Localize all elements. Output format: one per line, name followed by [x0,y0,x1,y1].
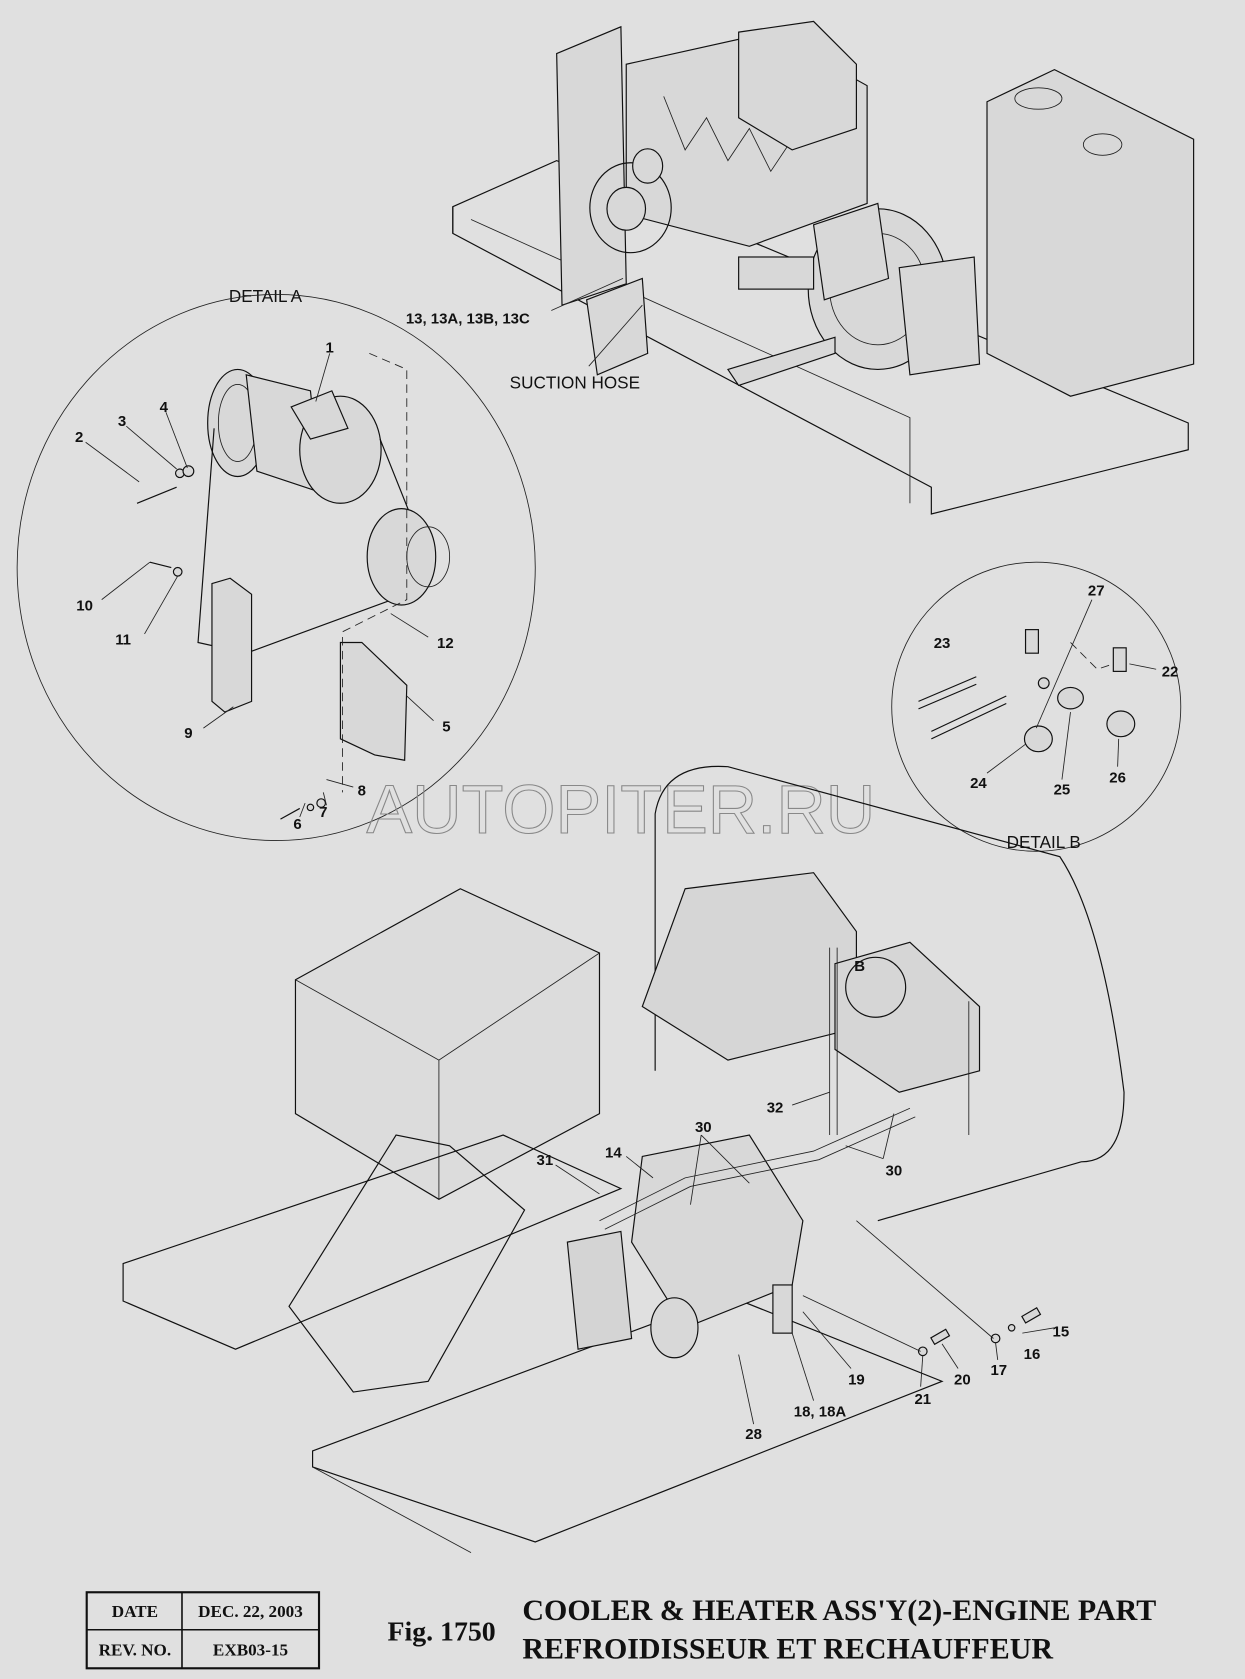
lower-callouts: 32 30 30 31 14 15 16 17 18, 18A 19 20 21… [537,1091,1070,1443]
callout-26: 26 [1109,770,1126,787]
callout-7: 7 [319,804,327,821]
callout-3: 3 [118,413,126,430]
callout-5: 5 [442,718,450,735]
callout-15: 15 [1053,1323,1070,1340]
callout-30b: 30 [886,1163,903,1180]
machine-assembly-lower [122,765,1125,1554]
title-block: DATE DEC. 22, 2003 REV. NO. EXB03-15 [85,1591,321,1670]
figure-number: Fig. 1750 [388,1616,496,1647]
rev-label: REV. NO. [99,1640,171,1659]
detail-a-callouts: 1 2 3 4 5 6 7 8 9 10 11 12 [75,339,454,833]
lower-fasteners [917,1307,1042,1357]
callout-10: 10 [76,597,93,614]
detail-b-title: DETAIL B [1007,832,1081,852]
detail-b-marker-circle [845,956,907,1018]
detail-b-parts [918,629,1136,753]
callout-30a: 30 [695,1119,712,1136]
date-label: DATE [112,1602,158,1621]
callout-23: 23 [934,635,951,652]
compressor-assembly [136,352,451,820]
detail-a-title: DETAIL A [229,286,303,306]
rev-value: EXB03-15 [213,1640,288,1659]
detail-b-circle [891,561,1182,852]
callout-1: 1 [326,339,334,356]
callout-22: 22 [1162,664,1179,681]
title-english: COOLER & HEATER ASS'Y(2)-ENGINE PART [522,1594,1156,1627]
detail-a-circle [16,294,536,841]
callout-8: 8 [358,783,366,800]
callout-24: 24 [970,775,987,792]
callout-32: 32 [767,1100,784,1117]
callout-13: 13, 13A, 13B, 13C [406,310,530,327]
callout-11: 11 [115,632,131,649]
callout-12: 12 [437,635,454,652]
callout-6: 6 [293,816,301,833]
watermark: AUTOPITER.RU [366,771,875,848]
callout-25: 25 [1054,782,1071,799]
callout-suction-hose: SUCTION HOSE [510,373,640,393]
title-french: REFROIDISSEUR ET RECHAUFFEUR [522,1633,1053,1666]
callout-2: 2 [75,429,83,446]
callout-19: 19 [848,1372,865,1389]
callout-28: 28 [745,1426,762,1443]
callout-14: 14 [605,1145,622,1162]
engine-assembly-top [452,20,1195,515]
callout-21: 21 [914,1391,931,1408]
callout-9: 9 [184,725,192,742]
callout-27: 27 [1088,582,1105,599]
callout-18: 18, 18A [794,1404,847,1421]
callout-31: 31 [537,1152,554,1169]
detail-b-marker: B [854,958,865,975]
callout-16: 16 [1024,1346,1041,1363]
callout-17: 17 [990,1362,1007,1379]
date-value: DEC. 22, 2003 [198,1602,303,1621]
callout-4: 4 [160,399,169,416]
callout-20: 20 [954,1372,971,1389]
detail-b-callouts: 22 23 24 25 26 27 [934,582,1179,798]
